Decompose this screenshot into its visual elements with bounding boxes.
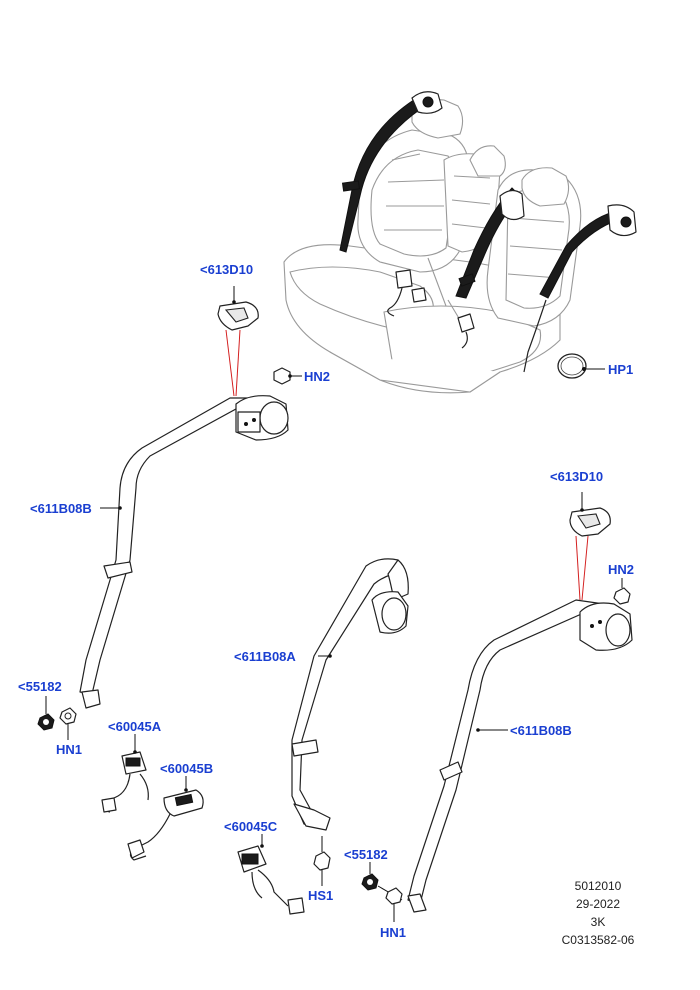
callout-55182-left: <55182 (18, 679, 62, 694)
reference-block: 5012010 29-2022 3K C0313582-06 (562, 879, 635, 947)
reference-number: 5012010 (575, 879, 622, 893)
reference-code: 3K (591, 915, 606, 929)
callout-613d10-left: <613D10 (200, 262, 253, 277)
right-seat-belt-assembly (361, 492, 633, 922)
callout-hs1: HS1 (308, 888, 333, 903)
hp1-plug (557, 353, 605, 379)
callout-60045c: <60045C (224, 819, 278, 834)
callout-611b08b-left: <611B08B (30, 501, 92, 516)
callout-55182-right: <55182 (344, 847, 388, 862)
callout-613d10-right: <613D10 (550, 469, 603, 484)
callout-labels: <613D10 HN2 HP1 <611B08B <613D10 HN2 <61… (18, 262, 634, 940)
installed-seat-belts (339, 91, 637, 373)
reference-date: 29-2022 (576, 897, 620, 911)
callout-hp1: HP1 (608, 362, 633, 377)
rear-seat-assembly (283, 99, 582, 394)
callout-611b08b-right: <611B08B (510, 723, 572, 738)
callout-hn1-left: HN1 (56, 742, 82, 757)
callout-60045a: <60045A (108, 719, 162, 734)
callout-60045b: <60045B (160, 761, 213, 776)
callout-hn2-left: HN2 (304, 369, 330, 384)
callout-hn2-right: HN2 (608, 562, 634, 577)
left-seat-belt-assembly (37, 286, 302, 861)
center-seat-belt-assembly (237, 558, 409, 915)
callout-611b08a: <611B08A (234, 649, 296, 664)
callout-hn1-right: HN1 (380, 925, 406, 940)
reference-illustration-id: C0313582-06 (562, 933, 635, 947)
